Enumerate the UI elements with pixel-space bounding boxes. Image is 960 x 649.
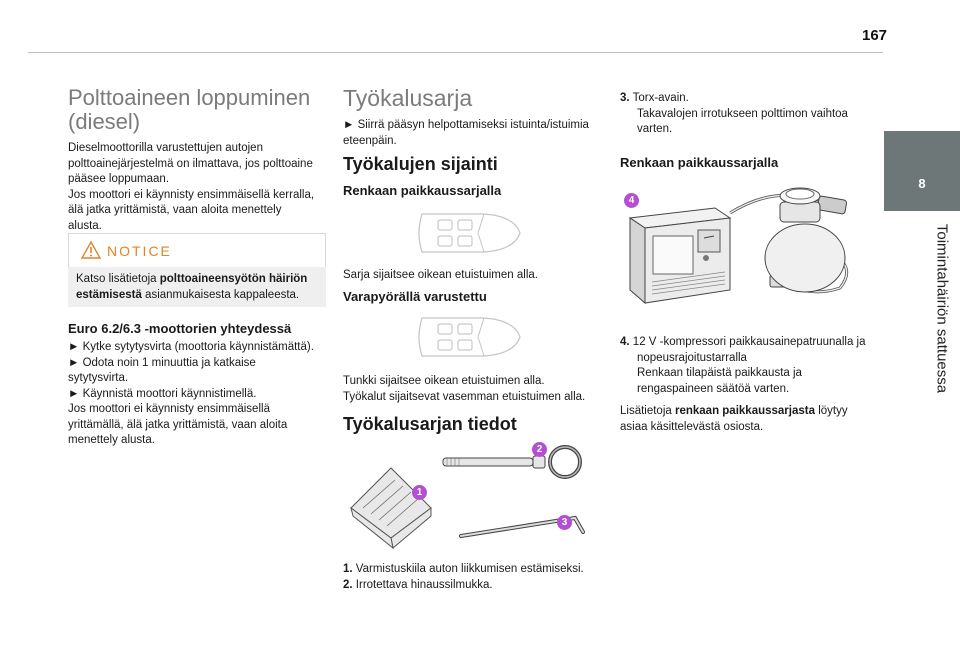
notice-text-normal: asianmukaisesta kappaleesta. — [141, 288, 300, 301]
chapter-tab[interactable] — [884, 131, 960, 211]
kit-heading: Renkaan paikkaussarjalla — [343, 183, 502, 198]
tool-item: 2. Irrotettava hinaussilmukka. — [343, 578, 608, 594]
tools-drawing — [350, 445, 585, 550]
kit-heading-2: Renkaan paikkaussarjalla — [620, 155, 779, 170]
tool-item: 1. Varmistuskiila auton liikkumisen estä… — [343, 562, 608, 578]
details-heading: Työkalusarjan tiedot — [343, 414, 517, 434]
more-info-link[interactable]: renkaan paikkaussarjasta — [674, 405, 815, 417]
notice-box: NOTICE Katso lisätietoja polttoaineensyö… — [68, 233, 326, 307]
spare-heading: Varapyörällä varustettu — [343, 289, 487, 304]
item-number: 4. — [620, 336, 630, 348]
notice-title: NOTICE — [107, 243, 172, 259]
euro-steps: ► Kytke sytytysvirta (moottoria käynnist… — [68, 340, 338, 449]
notice-text-bold: polttoaineensyötön häiriön — [159, 273, 308, 285]
toolkit-title: Työkalusarja — [343, 85, 473, 111]
title-line-2: (diesel) — [68, 109, 141, 134]
title-line-1: Polttoaineen loppuminen — [68, 85, 311, 110]
more-info: Lisätietoja renkaan paikkaussarjasta löy… — [620, 404, 880, 435]
kit-text: Sarja sijaitsee oikean etuistuimen alla. — [343, 269, 538, 281]
item-number: 3. — [620, 92, 630, 104]
notice-text-bold: estämisestä — [76, 288, 142, 301]
page-number: 167 — [862, 27, 888, 44]
callout-badge-2: 2 — [532, 442, 547, 457]
intro-line: alusta. — [68, 219, 102, 232]
col1-intro: Dieselmoottorilla varustettujen autojen … — [68, 141, 333, 234]
step-line: sytytysvirta. — [68, 372, 129, 384]
toolkit-illustration: 1 2 3 — [343, 438, 608, 558]
step-line: ► Kytke sytytysvirta (moottoria käynnist… — [68, 341, 314, 353]
item-text: Renkaan tilapäistä paikkausta ja — [637, 367, 802, 379]
step-line: ► Käynnistä moottori käynnistimellä. — [68, 387, 257, 400]
item-number: 2. — [343, 578, 353, 591]
item-number: 1. — [343, 563, 353, 575]
toolkit-intro: ► Siirrä pääsyn helpottamiseksi istuinta… — [343, 118, 608, 149]
euro-heading: Euro 6.2/6.3 -moottorien yhteydessä — [68, 321, 292, 336]
car-seat-location-diagram — [418, 213, 521, 253]
car-seat-location-diagram — [418, 317, 521, 357]
item-text: nopeusrajoitustarralla — [637, 351, 747, 364]
intro-line: älä jatka yrittämistä, vaan aloita menet… — [68, 204, 282, 216]
item-text: Takavalojen irrotukseen polttimon vaihto… — [637, 107, 848, 120]
item-text: rengaspaineen säätöä varten. — [637, 382, 790, 395]
callout-badge-1: 1 — [412, 485, 427, 500]
tool-item-4: 4. 12 V -kompressori paikkausainepatruun… — [620, 335, 880, 397]
intro-line: Jos moottori ei käynnisty ensimmäisellä … — [68, 188, 315, 201]
item-text: Varmistuskiila auton liikkumisen estämis… — [355, 563, 584, 575]
compressor-illustration: 4 — [620, 178, 880, 328]
item-text: 12 V -kompressori paikkausainepatruunall… — [632, 336, 866, 348]
chapter-title: Toimintahäiriön sattuessa — [933, 223, 951, 394]
chapter-number: 8 — [918, 176, 926, 191]
step-line: Jos moottori ei käynnisty ensimmäisellä — [68, 403, 270, 415]
spare-line: Työkalut sijaitsevat vasemman etuistuime… — [343, 390, 586, 403]
compressor-drawing — [628, 187, 849, 305]
item-text: Torx-avain. — [632, 92, 689, 104]
location-heading: Työkalujen sijainti — [343, 154, 498, 174]
intro-line: ► Siirrä pääsyn helpottamiseksi istuinta… — [343, 119, 589, 131]
more-info-text: löytyy — [815, 405, 848, 417]
tool-item-list: 1. Varmistuskiila auton liikkumisen estä… — [343, 562, 608, 593]
item-text: Irrotettava hinaussilmukka. — [355, 578, 493, 591]
intro-line: Dieselmoottorilla varustettujen autojen — [68, 142, 263, 154]
intro-line: eteenpäin. — [343, 134, 397, 147]
spare-line: Tunkki sijaitsee oikean etuistuimen alla… — [343, 375, 545, 387]
more-info-text: asiaa käsittelevästä osiosta. — [620, 420, 764, 433]
notice-text-normal: Katso lisätietoja — [76, 273, 160, 285]
more-info-text: Lisätietoja — [620, 405, 675, 417]
callout-badge-4: 4 — [624, 193, 639, 208]
intro-line: pääsee loppumaan. — [68, 173, 170, 185]
notice-text: Katso lisätietoja polttoaineensyötön häi… — [76, 272, 321, 303]
tool-item-3: 3. Torx-avain. Takavalojen irrotukseen p… — [620, 91, 880, 138]
col1-title: Polttoaineen loppuminen (diesel) — [68, 86, 338, 134]
step-line: menettely alusta. — [68, 434, 155, 446]
item-text: varten. — [637, 123, 673, 135]
intro-line: polttoainejärjestelmä on ilmattava, jos … — [68, 157, 313, 170]
callout-badge-3: 3 — [557, 515, 572, 530]
header-rule — [28, 52, 883, 53]
step-line: ► Odota noin 1 minuuttia ja katkaise — [68, 356, 256, 369]
step-line: yrittämällä, älä jatka yrittämistä, vaan… — [68, 418, 288, 431]
notice-header: NOTICE — [68, 233, 326, 267]
spare-text: Tunkki sijaitsee oikean etuistuimen alla… — [343, 374, 608, 405]
warning-icon — [81, 241, 101, 259]
